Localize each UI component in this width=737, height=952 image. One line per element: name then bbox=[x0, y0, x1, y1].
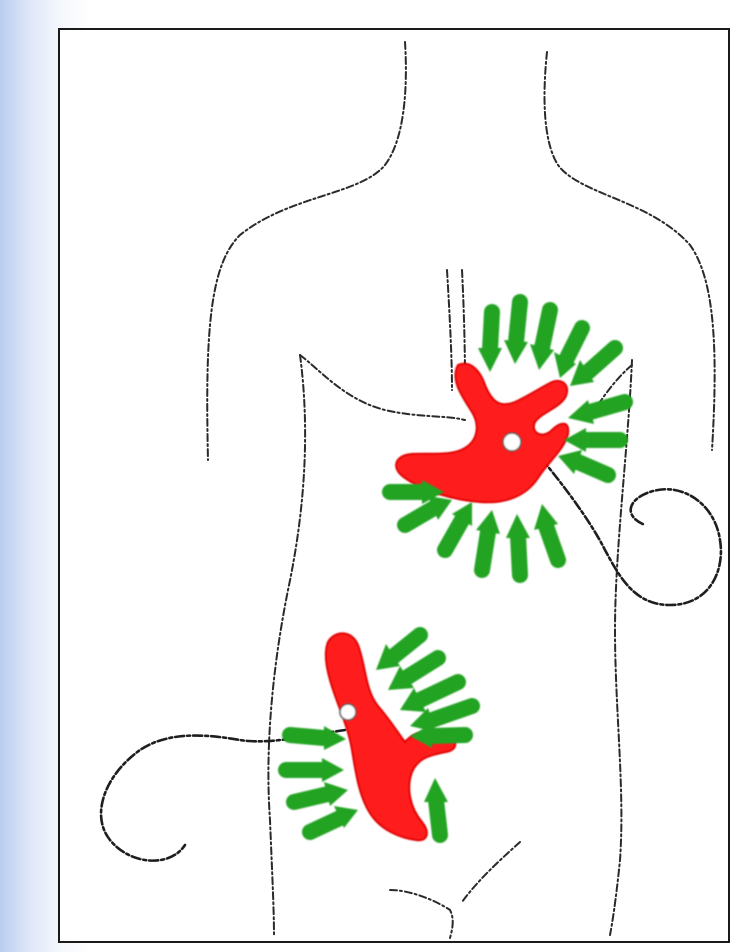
arrow bbox=[445, 502, 472, 550]
diagram-frame bbox=[58, 28, 730, 943]
arrow bbox=[564, 428, 620, 452]
sternum-left bbox=[447, 270, 452, 390]
groin-left bbox=[390, 890, 453, 938]
arrow bbox=[290, 726, 346, 750]
stomach-drain-tube bbox=[530, 445, 721, 605]
arrow bbox=[504, 302, 528, 364]
arrow bbox=[294, 782, 348, 806]
anatomy-diagram bbox=[60, 30, 728, 941]
arrow bbox=[424, 778, 448, 835]
arrow bbox=[534, 504, 558, 560]
cecum-stoma bbox=[340, 704, 356, 720]
stomach bbox=[396, 364, 568, 503]
arrow bbox=[506, 514, 530, 575]
groin-right bbox=[462, 842, 520, 902]
arrow bbox=[478, 312, 502, 372]
chest-line-left bbox=[300, 355, 465, 420]
arrow bbox=[286, 758, 344, 782]
arrow bbox=[476, 510, 500, 570]
stomach-stoma bbox=[503, 433, 521, 451]
arrow bbox=[568, 400, 625, 424]
arrow bbox=[558, 450, 608, 475]
arrow bbox=[310, 806, 358, 832]
arrow bbox=[530, 310, 554, 370]
neck-left bbox=[207, 42, 406, 460]
left-flank bbox=[268, 355, 305, 935]
